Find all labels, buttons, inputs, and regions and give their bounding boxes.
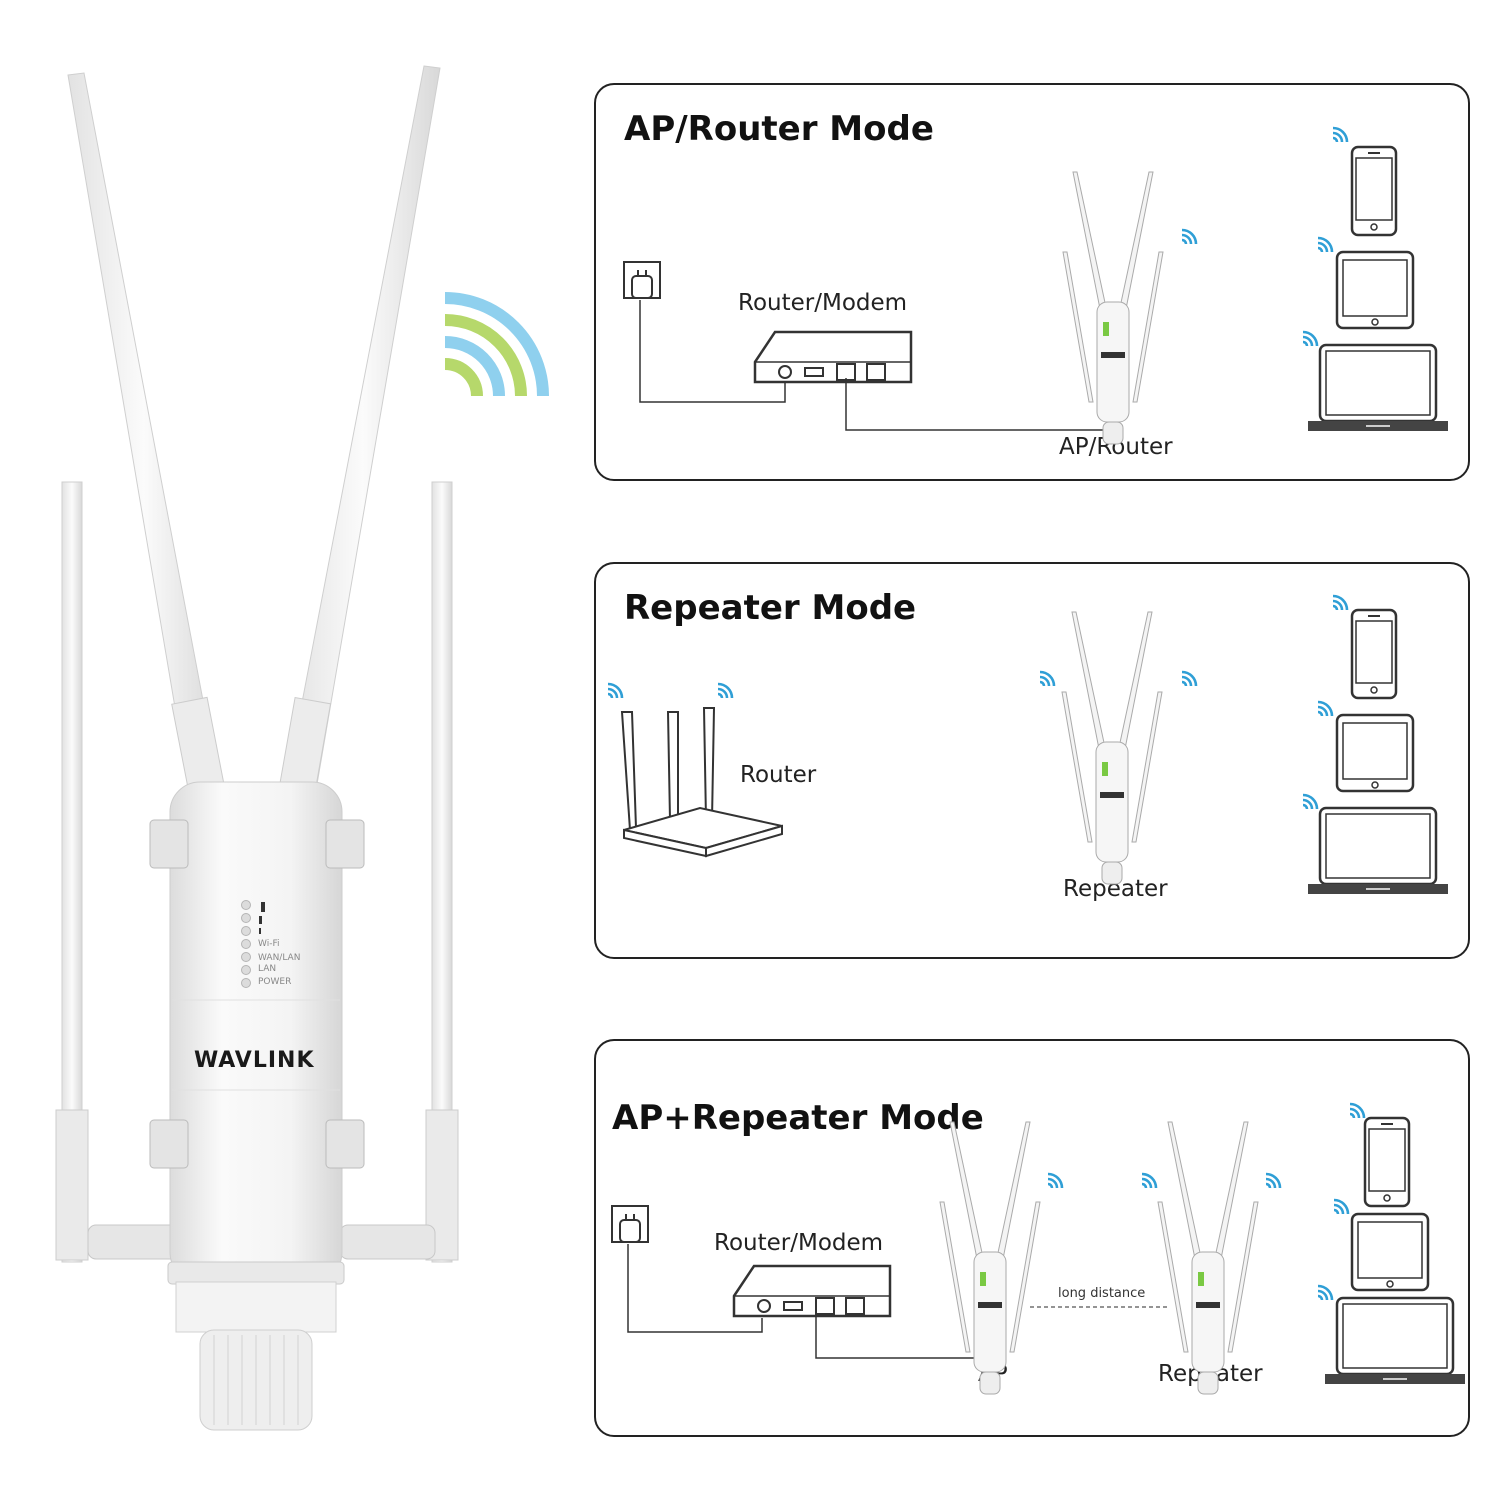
wifi-signal-icon: [1348, 1102, 1366, 1120]
power-outlet-icon: [611, 1205, 649, 1243]
wifi-signal-icon: [1316, 236, 1334, 254]
wifi-signal-icon: [1331, 126, 1349, 144]
phone-icon: [1363, 1116, 1411, 1208]
antenna-right-short: [425, 481, 459, 1263]
wifi-signal-icon: [1140, 1172, 1158, 1190]
wifi-signal-icon: [1264, 1172, 1282, 1190]
led-label-lan: LAN: [258, 964, 277, 974]
phone-icon: [1350, 608, 1398, 700]
antenna-left-short: [55, 481, 89, 1263]
router-icon: [620, 707, 783, 858]
extender-icon: [1062, 171, 1164, 445]
wifi-signal-icon: [1180, 228, 1198, 246]
wifi-signal-icon: [444, 292, 549, 397]
wifi-signal-icon: [1332, 1198, 1350, 1216]
modem-icon: [732, 1264, 892, 1318]
modem-icon: [753, 330, 913, 384]
power-cable: [627, 1244, 763, 1333]
product-image: [55, 65, 549, 1431]
tablet-icon: [1335, 713, 1415, 793]
wifi-signal-icon: [1331, 594, 1349, 612]
power-outlet-icon: [623, 261, 661, 299]
wifi-signal-icon: [606, 682, 624, 700]
brand-logo: WAVLINK: [194, 1048, 315, 1073]
panel-title: Repeater Mode: [624, 588, 917, 628]
wifi-signal-icon: [1301, 330, 1319, 348]
wifi-signal-icon: [1316, 700, 1334, 718]
antenna-left-tall: [67, 72, 225, 797]
laptop-icon: [1306, 343, 1450, 433]
extender-icon: [1061, 611, 1163, 885]
label-router-modem: Router/Modem: [714, 1230, 884, 1256]
label-router-modem: Router/Modem: [738, 290, 908, 316]
wifi-signal-icon: [1316, 1284, 1334, 1302]
device-body: [149, 781, 365, 1431]
wifi-signal-icon: [1038, 670, 1056, 688]
led-label-wifi: Wi-Fi: [258, 939, 280, 949]
phone-icon: [1350, 145, 1398, 237]
wifi-signal-icon: [1180, 670, 1198, 688]
extender-icon: [1157, 1121, 1259, 1395]
laptop-icon: [1323, 1296, 1467, 1386]
wifi-signal-icon: [1301, 793, 1319, 811]
extender-icon: [939, 1121, 1041, 1395]
led-label-power: POWER: [258, 977, 292, 987]
tablet-icon: [1350, 1212, 1430, 1292]
wifi-signal-icon: [716, 682, 734, 700]
panel-title: AP+Repeater Mode: [612, 1098, 984, 1138]
panel-title: AP/Router Mode: [624, 109, 934, 149]
power-cable: [639, 300, 786, 403]
laptop-icon: [1306, 806, 1450, 896]
tablet-icon: [1335, 250, 1415, 330]
led-label-wan-lan: WAN/LAN: [258, 953, 301, 963]
label-router: Router: [740, 762, 817, 788]
lan-cable: [845, 378, 1111, 431]
wifi-signal-icon: [1046, 1172, 1064, 1190]
label-long-distance: long distance: [1058, 1286, 1146, 1301]
